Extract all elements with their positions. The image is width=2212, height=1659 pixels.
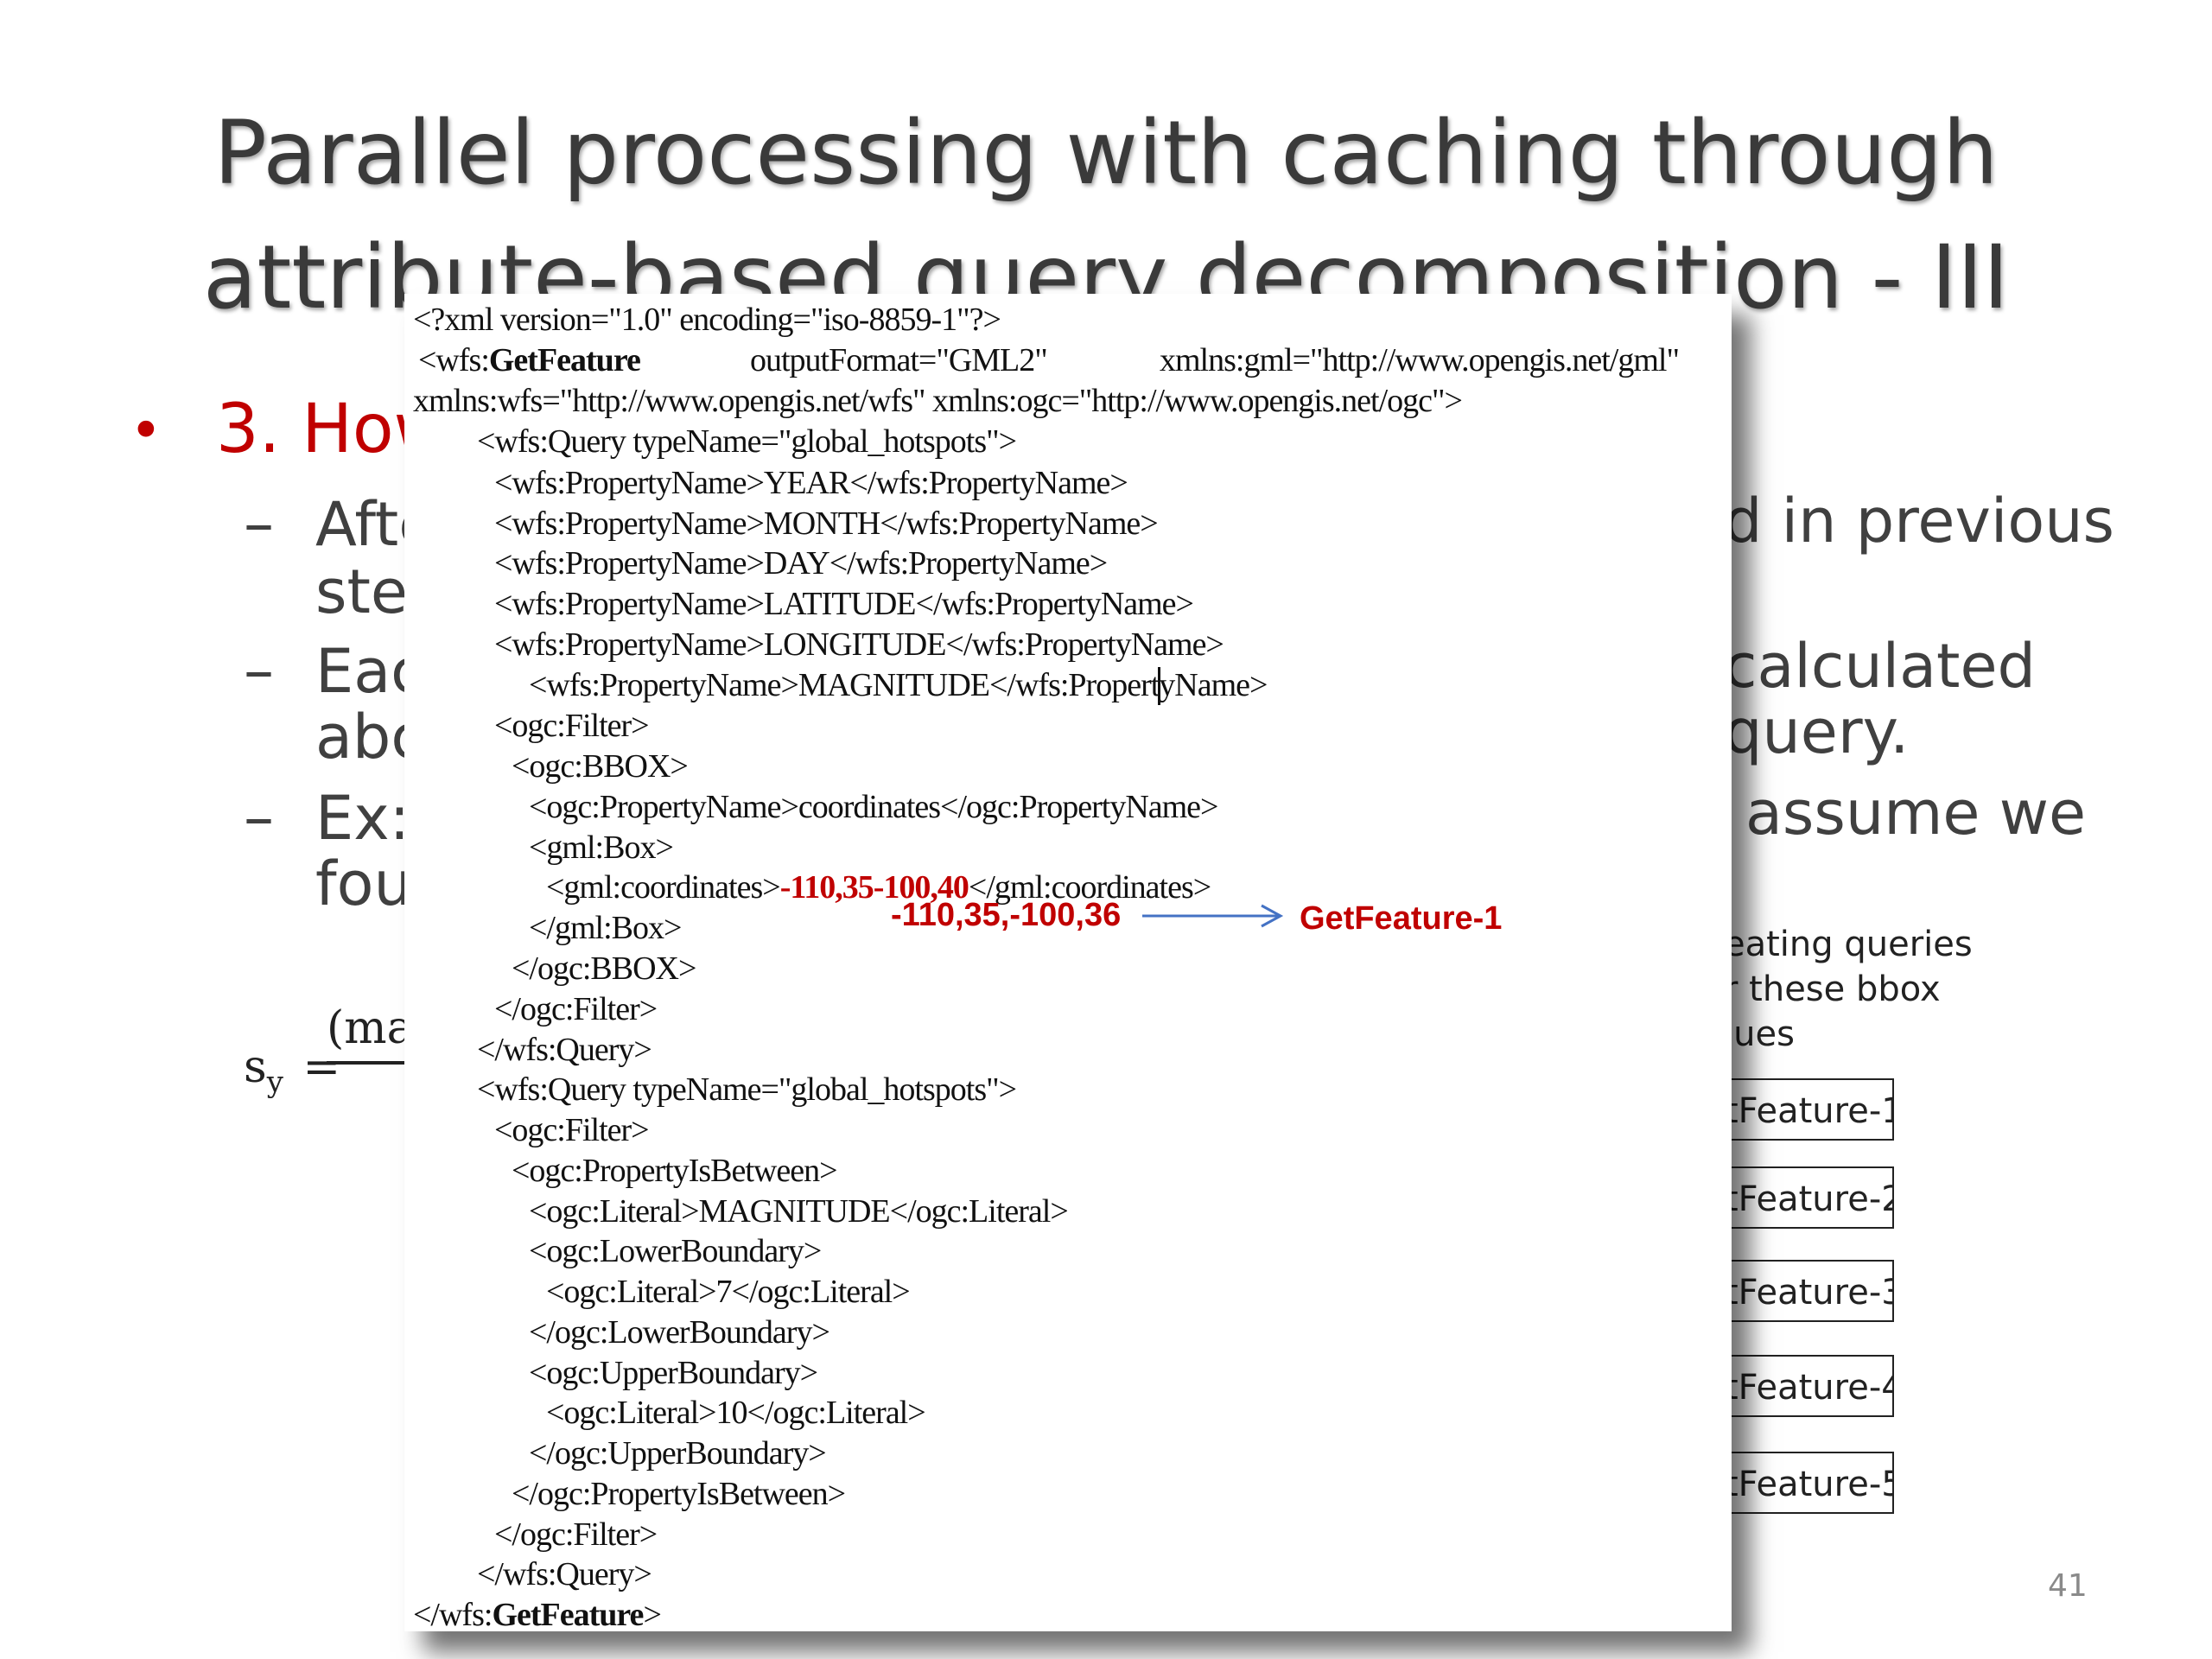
coordinates-value: -110,35-100,40	[779, 869, 969, 906]
xml-line-xmlns-gml: xmlns:gml="http://www.opengis.net/gml"	[1160, 342, 1680, 378]
xml-line-upper-close: </ogc:UpperBoundary>	[529, 1435, 827, 1471]
bullet-marker: •	[130, 399, 162, 463]
xml-line-property-coordinates: <ogc:PropertyName>coordinates</ogc:Prope…	[529, 789, 1218, 825]
sub-bullet-1-right: d in previous	[1724, 486, 2115, 556]
sub-bullet-dash-3: –	[244, 782, 274, 853]
xml-line-filter2-close: </ogc:Filter>	[494, 1516, 658, 1553]
xml-line-getfeature-open: <wfs:GetFeature	[418, 342, 641, 378]
sub-bullet-3-right: assume we	[1745, 778, 2087, 849]
xml-line-getfeature-close: </wfs:GetFeature>	[413, 1597, 662, 1633]
xml-line-filter-close: </ogc:Filter>	[494, 991, 658, 1027]
annotation-coordinates: -110,35,-100,36	[891, 897, 1122, 933]
sub-bullet-3-line-1: Ex:	[315, 783, 410, 854]
xml-request-panel: <?xml version="1.0" encoding="iso-8859-1…	[404, 294, 1732, 1633]
sub-bullet-dash-1: –	[244, 488, 274, 559]
xml-line-query2-close: </wfs:Query>	[477, 1556, 652, 1592]
xml-line-literal-7: <ogc:Literal>7</ogc:Literal>	[546, 1274, 911, 1310]
page-number: 41	[2048, 1568, 2088, 1604]
xml-line-coordinates: <gml:coordinates>-110,35-100,40</gml:coo…	[546, 869, 1211, 906]
xml-line-property-month: <wfs:PropertyName>MONTH</wfs:PropertyNam…	[494, 505, 1159, 542]
annotation-getfeature-label: GetFeature-1	[1300, 900, 1503, 937]
xml-line-between-open: <ogc:PropertyIsBetween>	[512, 1153, 838, 1189]
xml-line-declaration: <?xml version="1.0" encoding="iso-8859-1…	[413, 302, 1001, 338]
xml-line-output-format: outputFormat="GML2"	[750, 342, 1048, 378]
xml-line-between-close: </ogc:PropertyIsBetween>	[512, 1476, 846, 1512]
xml-line-property-longitude: <wfs:PropertyName>LONGITUDE</wfs:Propert…	[494, 626, 1224, 663]
sub-bullet-3-line-2: fou	[315, 849, 412, 919]
xml-line-upper-open: <ogc:UpperBoundary>	[529, 1355, 818, 1391]
xml-line-literal-10: <ogc:Literal>10</ogc:Literal>	[546, 1395, 926, 1431]
xml-line-lower-open: <ogc:LowerBoundary>	[529, 1233, 822, 1269]
note-line-1: eating queries	[1724, 925, 1973, 964]
xml-line-literal-magnitude: <ogc:Literal>MAGNITUDE</ogc:Literal>	[529, 1193, 1069, 1230]
xml-line-box-close: </gml:Box>	[529, 910, 682, 946]
xml-line-box-open: <gml:Box>	[529, 830, 674, 866]
arrow-right-icon	[1142, 904, 1284, 928]
sub-bullet-dash-2: –	[244, 635, 274, 706]
formula-fraction-bar	[327, 1061, 413, 1065]
xml-line-filter2-open: <ogc:Filter>	[494, 1112, 650, 1148]
xml-line-query-close: </wfs:Query>	[477, 1032, 652, 1068]
xml-line-query2-open: <wfs:Query typeName="global_hotspots">	[477, 1071, 1017, 1108]
xml-line-lower-close: </ogc:LowerBoundary>	[529, 1314, 830, 1351]
xml-line-filter-open: <ogc:Filter>	[494, 708, 650, 744]
sub-bullet-2-right-line-1: calculated	[1724, 631, 2036, 702]
xml-line-property-year: <wfs:PropertyName>YEAR</wfs:PropertyName…	[494, 465, 1128, 501]
getfeature-box-4: tFeature-4	[1694, 1355, 1894, 1417]
sub-bullet-2-right-line-2: query.	[1724, 696, 1910, 767]
xml-line-property-latitude: <wfs:PropertyName>LATITUDE</wfs:Property…	[494, 586, 1194, 622]
xml-line-property-day: <wfs:PropertyName>DAY</wfs:PropertyName>	[494, 545, 1108, 582]
text-cursor	[1158, 667, 1160, 705]
xml-line-bbox-close: </ogc:BBOX>	[512, 950, 696, 987]
xml-line-query-open: <wfs:Query typeName="global_hotspots">	[477, 423, 1017, 460]
formula-lhs: sy =	[244, 1041, 341, 1100]
xml-line-bbox-open: <ogc:BBOX>	[512, 748, 689, 785]
xml-line-xmlns-wfs-ogc: xmlns:wfs="http://www.opengis.net/wfs" x…	[413, 383, 1463, 419]
slide-title-line-1: Parallel processing with caching through	[213, 102, 1999, 205]
note-line-2: r these bbox	[1724, 969, 1941, 1009]
note-line-3: lues	[1724, 1014, 1795, 1054]
xml-line-property-magnitude: <wfs:PropertyName>MAGNITUDE</wfs:Propert…	[529, 667, 1268, 703]
